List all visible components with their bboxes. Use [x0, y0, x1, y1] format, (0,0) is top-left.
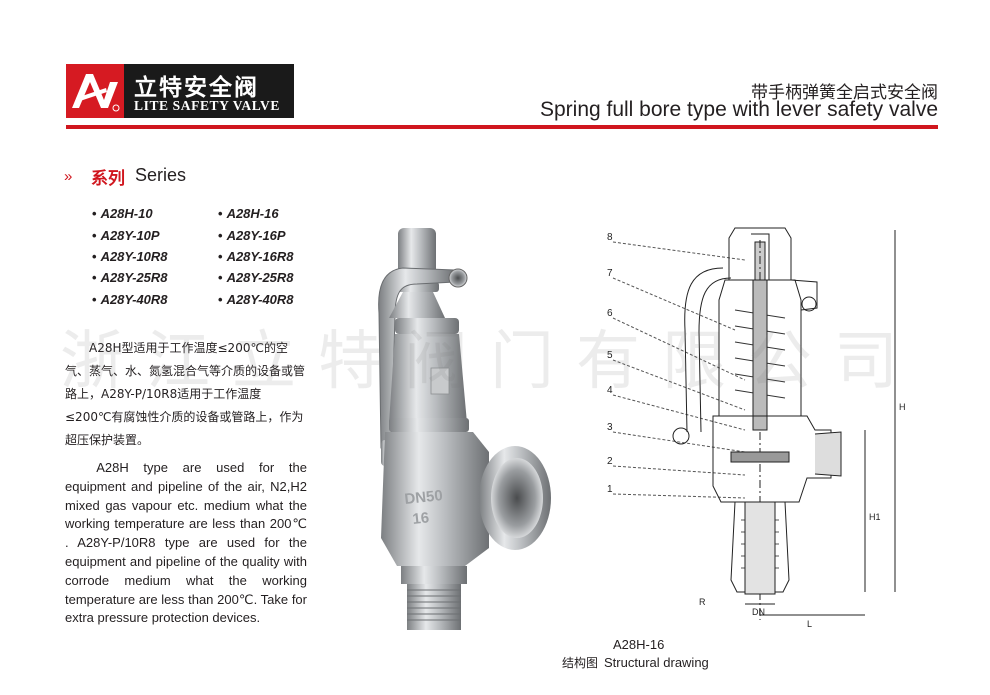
- model-item: •A28Y-16R8: [218, 249, 294, 264]
- model-item: •A28Y-10P: [92, 228, 160, 243]
- model-item: •A28Y-25R8: [218, 270, 294, 285]
- part-number: 6: [607, 308, 613, 319]
- series-marker-icon: »: [64, 168, 73, 185]
- page-title-en: Spring full bore type with lever safety …: [539, 98, 938, 121]
- part-number: 8: [607, 232, 613, 243]
- part-number: 2: [607, 456, 613, 467]
- brand-name-cn: 立特安全阀: [134, 75, 259, 101]
- dimension-label: R: [699, 597, 706, 607]
- model-item: •A28Y-25R8: [92, 270, 168, 285]
- part-number: 7: [607, 268, 613, 279]
- structural-drawing: 8 7 6 5 4 3 2 1: [595, 220, 925, 640]
- drawing-caption-model: A28H-16: [613, 637, 665, 652]
- page-title-cn: 带手柄弹簧全启式安全阀: [751, 83, 938, 103]
- part-number: 3: [607, 422, 613, 433]
- brand-emblem-icon: [72, 74, 120, 112]
- model-item: •A28H-16: [218, 206, 279, 221]
- dimension-label: H: [899, 402, 906, 412]
- dimension-label: DN: [752, 607, 765, 617]
- brand-logo: 立特安全阀 LITE SAFETY VALVE: [66, 64, 294, 118]
- dimension-label: L: [807, 619, 812, 629]
- body-marking-dn: DN50: [404, 487, 444, 508]
- part-number: 5: [607, 350, 613, 361]
- model-item: •A28Y-10R8: [92, 249, 168, 264]
- series-heading-en: Series: [135, 165, 187, 185]
- drawing-caption-en: Structural drawing: [604, 655, 709, 670]
- valve-product-photo: DN50 16: [355, 218, 565, 638]
- description-cn: A28H型适用于工作温度≤200℃的空气、蒸气、水、氮氢混合气等介质的设备或管路…: [65, 341, 306, 447]
- description-en: A28H type are used for the equipment and…: [65, 460, 307, 626]
- model-item: •A28Y-16P: [218, 228, 286, 243]
- model-item: •A28Y-40R8: [92, 292, 168, 307]
- drawing-caption: 结构图 Structural drawing: [562, 654, 709, 671]
- part-number: 4: [607, 385, 613, 396]
- series-heading-cn: 系列: [91, 169, 125, 189]
- model-item: •A28Y-40R8: [218, 292, 294, 307]
- part-number: 1: [607, 484, 613, 495]
- body-marking-pn: 16: [412, 509, 430, 528]
- drawing-caption-cn: 结构图: [562, 656, 599, 670]
- dimension-label: H1: [869, 512, 881, 522]
- brand-emblem: [66, 64, 124, 118]
- model-item: •A28H-10: [92, 206, 153, 221]
- header-divider: [66, 125, 938, 129]
- brand-name-en: LITE SAFETY VALVE: [134, 98, 281, 113]
